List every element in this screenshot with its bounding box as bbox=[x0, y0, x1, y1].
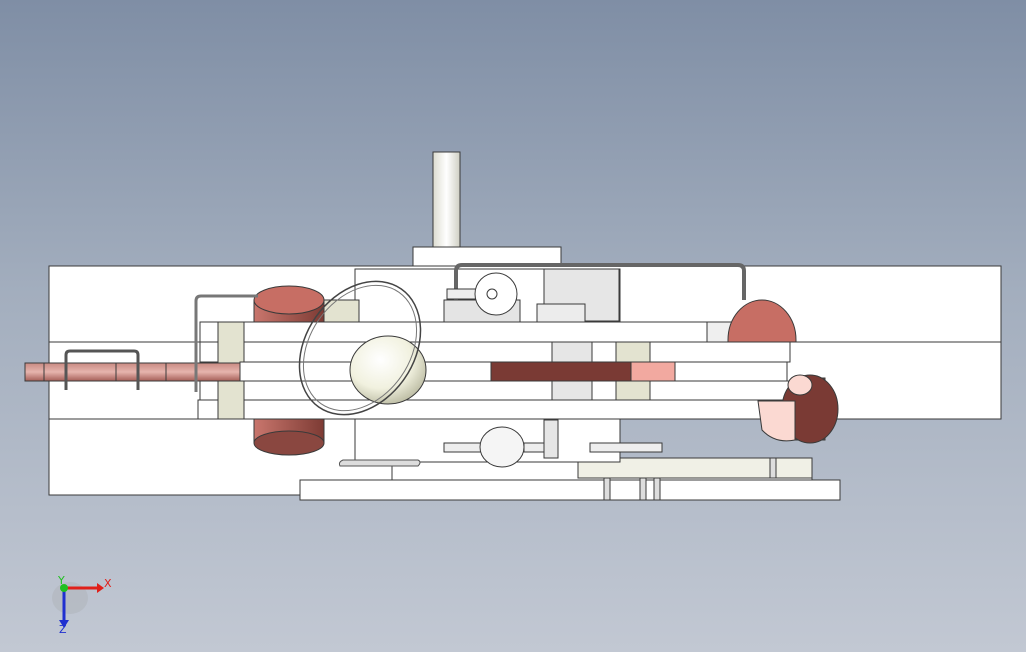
right-copper-strip[interactable] bbox=[490, 361, 632, 382]
y-axis-label: Y bbox=[57, 574, 65, 587]
center-gray-block-3[interactable] bbox=[536, 303, 586, 325]
mid-layer-4[interactable] bbox=[197, 399, 819, 420]
right-upper-roller[interactable] bbox=[727, 299, 797, 343]
o-ring-inner[interactable] bbox=[280, 264, 440, 433]
right-lower-roller[interactable] bbox=[757, 374, 839, 444]
base-plate-main[interactable] bbox=[299, 479, 841, 501]
y-axis-arrow bbox=[60, 584, 68, 592]
mid-layer-2[interactable] bbox=[199, 341, 791, 363]
right-strip-white[interactable] bbox=[674, 361, 788, 382]
lower-right-pin[interactable] bbox=[589, 442, 663, 453]
base-plate-right[interactable] bbox=[577, 457, 813, 479]
left-lower-roller[interactable] bbox=[253, 418, 325, 456]
lower-pin-head[interactable] bbox=[479, 426, 525, 468]
left-strip-handle[interactable] bbox=[64, 349, 140, 390]
left-rail-rod[interactable] bbox=[194, 294, 258, 392]
left-upper-roller[interactable] bbox=[253, 285, 325, 323]
bottom-rail-rod[interactable] bbox=[338, 459, 421, 467]
coordinate-triad: X Y Z bbox=[52, 574, 112, 636]
upper-pin-hole[interactable] bbox=[486, 288, 498, 300]
z-axis-label: Z bbox=[59, 623, 67, 636]
model-assembly[interactable] bbox=[24, 151, 1002, 501]
right-copper-strip-light[interactable] bbox=[630, 361, 676, 382]
top-rail-rod[interactable] bbox=[454, 263, 746, 300]
upper-pin-shaft[interactable] bbox=[446, 288, 478, 300]
x-axis-label: X bbox=[104, 577, 112, 590]
o-ring-outer[interactable] bbox=[274, 258, 445, 438]
mid-layer-1[interactable] bbox=[199, 321, 791, 343]
center-sphere[interactable] bbox=[349, 335, 427, 405]
left-copper-strip[interactable] bbox=[24, 362, 242, 382]
top-shaft[interactable] bbox=[432, 151, 461, 250]
mid-layer-3[interactable] bbox=[199, 380, 791, 402]
